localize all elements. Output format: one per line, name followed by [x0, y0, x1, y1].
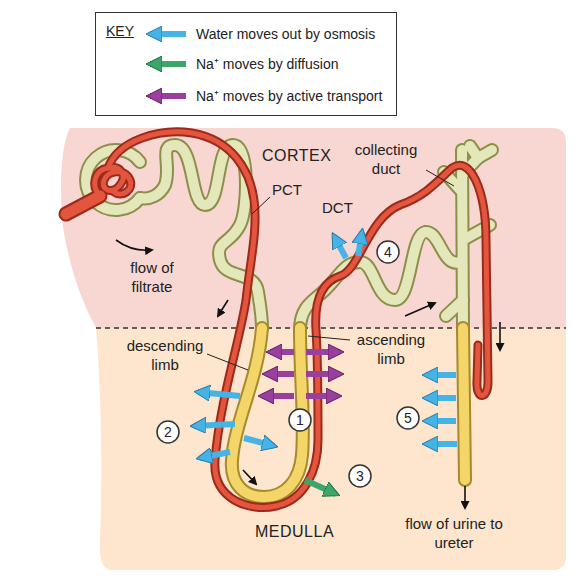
- leader-lines: [207, 170, 454, 370]
- legend-text: Na⁺ moves by active transport: [196, 87, 382, 105]
- tubule-outline: [232, 328, 465, 497]
- flow-arrow: [499, 322, 501, 350]
- key-heading: KEY: [106, 22, 134, 40]
- legend-sample-arrow: [150, 31, 186, 37]
- purple-arrow: [262, 393, 294, 399]
- blood-capillary: [108, 132, 488, 508]
- blue-arrow: [200, 452, 230, 458]
- callout-number: 5: [398, 409, 418, 427]
- blood-capillary: [108, 132, 488, 508]
- flow-arrows: [116, 240, 500, 508]
- purple-arrow: [270, 349, 294, 355]
- afferent-arteriole: [66, 196, 100, 214]
- purple-arrow: [266, 371, 294, 377]
- legend-sample-arrow: [150, 93, 186, 99]
- flow-arrow: [464, 486, 466, 508]
- blue-arrow: [244, 438, 274, 446]
- glomerulus: [95, 167, 131, 196]
- leader-line: [426, 170, 454, 186]
- collecting-duct: [463, 328, 465, 480]
- duct-branch: [478, 150, 492, 158]
- callout-circle: [349, 465, 371, 487]
- afferent-arteriole: [66, 196, 100, 214]
- boundary-line: [96, 327, 566, 329]
- flow-arrow: [218, 300, 228, 316]
- callout-circle: [289, 409, 311, 431]
- flow-label: flow of urine to ureter: [405, 514, 503, 552]
- blue-arrow: [198, 392, 240, 396]
- legend-text: Na⁺ moves by diffusion: [196, 55, 338, 73]
- osmosis-arrows: [194, 232, 457, 458]
- callout-number: 2: [158, 423, 178, 441]
- purple-arrow: [306, 393, 338, 399]
- key-box: KEY Water moves out by osmosisNa⁺ moves b…: [95, 12, 397, 116]
- tubule-fill: [232, 328, 465, 497]
- flow-arrow: [243, 470, 256, 484]
- flow-label: flow of filtrate: [112, 258, 192, 296]
- legend-text: Water moves out by osmosis: [196, 25, 375, 43]
- leader-line: [252, 197, 270, 214]
- region-label: MEDULLA: [255, 522, 334, 541]
- callout-number: 4: [378, 243, 398, 261]
- vessel-fill: [66, 132, 488, 508]
- leader-line: [308, 336, 350, 340]
- medulla-region: [96, 328, 566, 570]
- flow-arrow: [405, 303, 435, 316]
- blue-arrow: [334, 236, 346, 258]
- blue-arrow: [426, 395, 456, 401]
- callout-number: 3: [350, 467, 370, 485]
- blue-arrow: [426, 372, 456, 378]
- callout-number: 1: [290, 411, 310, 429]
- diffusion-arrow: [305, 480, 336, 494]
- part-label: DCT: [322, 198, 353, 217]
- duct-branch: [478, 150, 492, 158]
- purple-arrow: [306, 371, 340, 377]
- tubule-fill: [86, 145, 492, 330]
- leader-line: [207, 354, 248, 370]
- blue-arrow: [358, 232, 362, 256]
- flow-arrow: [116, 240, 152, 250]
- part-label: PCT: [272, 180, 302, 199]
- blue-arrow: [426, 418, 456, 424]
- tubule-outline: [86, 145, 492, 330]
- vessel-outline: [66, 132, 488, 508]
- duct-branch: [446, 300, 463, 316]
- part-label: collecting duct: [345, 140, 427, 178]
- callout-circle: [157, 421, 179, 443]
- callout-circle: [377, 241, 399, 263]
- part-label: ascending limb: [352, 330, 430, 368]
- blue-arrow: [426, 441, 457, 447]
- collecting-duct: [463, 328, 465, 480]
- purple-arrow: [306, 349, 340, 355]
- active-transport-arrows: [262, 352, 340, 396]
- blue-arrow: [194, 424, 235, 426]
- legend-sample-arrow: [150, 61, 186, 67]
- region-label: CORTEX: [262, 146, 331, 165]
- callout-circle: [397, 407, 419, 429]
- part-label: descending limb: [118, 336, 212, 374]
